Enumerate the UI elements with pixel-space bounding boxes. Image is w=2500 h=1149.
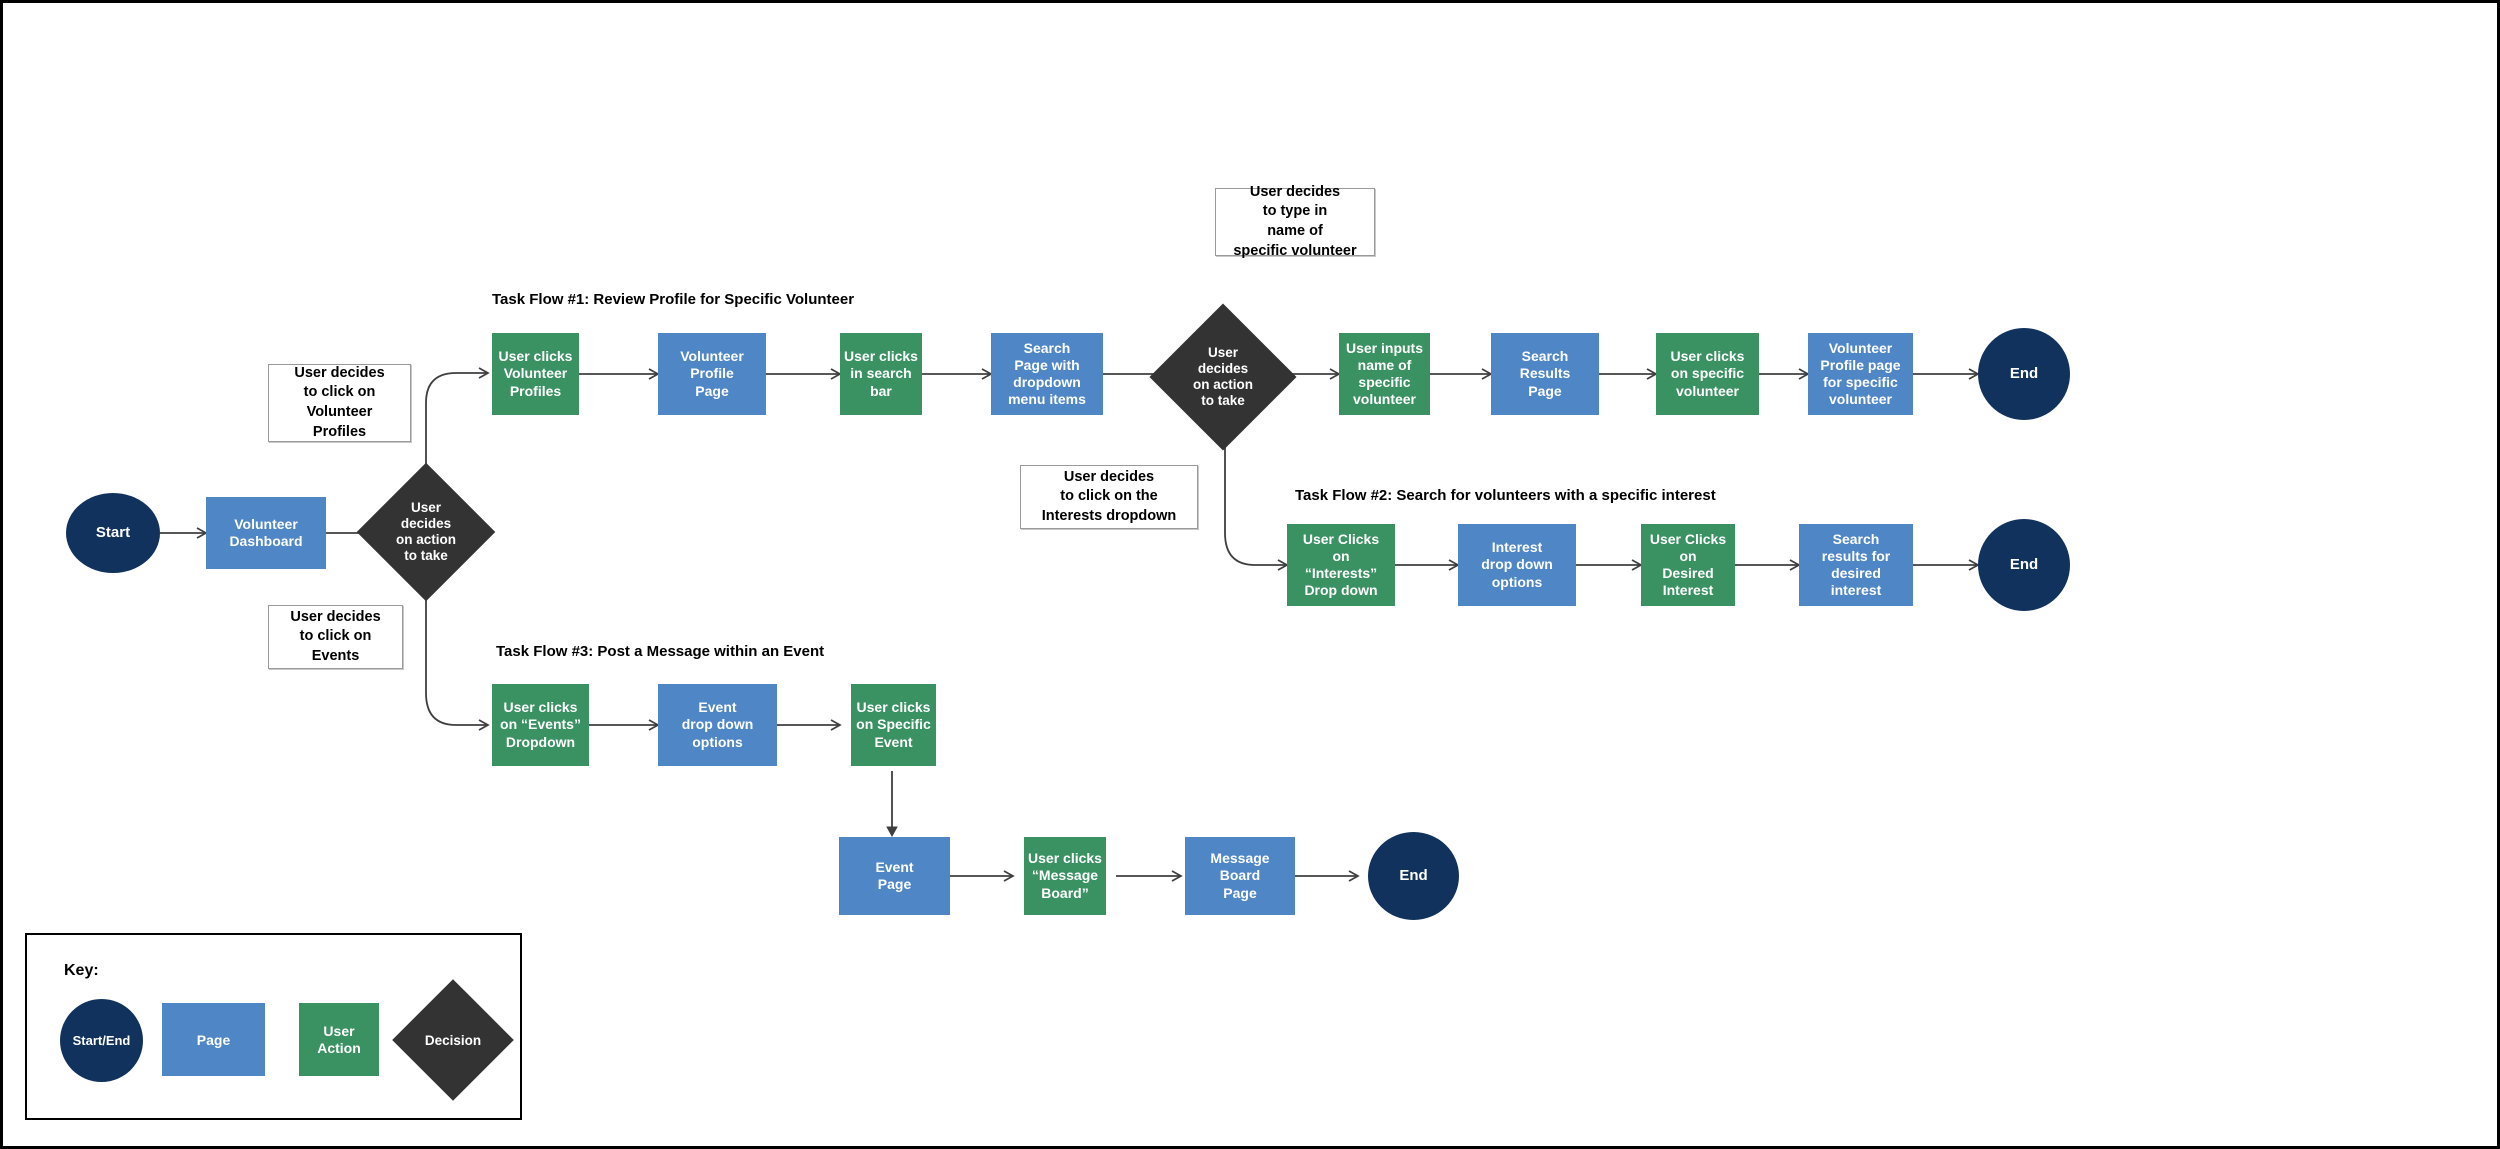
decision-label: User decides on action to take [1193,344,1253,409]
node-flow3-end[interactable]: End [1368,832,1459,920]
node-volunteer-dashboard[interactable]: Volunteer Dashboard [206,497,326,569]
legend-key: Key: Start/End Page User Action Decision [25,933,522,1120]
node-flow2-search-results-interest[interactable]: Search results for desired interest [1799,524,1913,606]
node-flow2-user-clicks-desired-interest[interactable]: User Clicks on Desired Interest [1641,524,1735,606]
node-flow1-volunteer-profile-page[interactable]: Volunteer Profile Page [658,333,766,415]
node-flow1-end[interactable]: End [1978,328,2070,420]
legend-label-decision: Decision [424,1032,482,1048]
node-start[interactable]: Start [66,493,160,573]
node-flow3-event-dropdown-options[interactable]: Event drop down options [658,684,777,766]
legend-item-decision: Decision [392,979,514,1101]
note-type-name: User decides to type in name of specific… [1215,184,1375,259]
node-flow1-search-page-dropdown[interactable]: Search Page with dropdown menu items [991,333,1103,415]
note-interests-dropdown: User decides to click on the Interests d… [1020,465,1198,529]
legend-item-user-action: User Action [299,1003,379,1076]
legend-label-start-end: Start/End [72,1033,131,1048]
node-flow2-end[interactable]: End [1978,519,2070,611]
legend-item-start-end: Start/End [60,999,143,1082]
node-flow1-volunteer-profile-specific[interactable]: Volunteer Profile page for specific volu… [1808,333,1913,415]
node-flow1-user-clicks-specific-volunteer[interactable]: User clicks on specific volunteer [1656,333,1759,415]
node-flow1-user-clicks-search-bar[interactable]: User clicks in search bar [840,333,922,415]
node-flow3-user-clicks-message-board[interactable]: User clicks “Message Board” [1024,837,1106,915]
legend-label-page: Page [196,1031,231,1048]
note-events: User decides to click on Events [268,605,403,669]
node-flow2-interest-dropdown-options[interactable]: Interest drop down options [1458,524,1576,606]
legend-title: Key: [64,962,99,979]
flow-title-1: Task Flow #1: Review Profile for Specifi… [492,291,855,308]
node-decision-action-2[interactable]: User decides on action to take [1149,303,1297,451]
note-volunteer-profiles: User decides to click on Volunteer Profi… [268,364,411,442]
node-flow2-user-clicks-interests-dropdown[interactable]: User Clicks on “Interests” Drop down [1287,524,1395,606]
node-flow3-user-clicks-specific-event[interactable]: User clicks on Specific Event [851,684,936,766]
node-flow1-user-clicks-volunteer-profiles[interactable]: User clicks Volunteer Profiles [492,333,579,415]
node-flow3-user-clicks-events-dropdown[interactable]: User clicks on “Events” Dropdown [492,684,589,766]
node-flow1-user-inputs-name[interactable]: User inputs name of specific volunteer [1339,333,1430,415]
flow-title-3: Task Flow #3: Post a Message within an E… [496,643,825,660]
node-flow1-search-results-page[interactable]: Search Results Page [1491,333,1599,415]
legend-item-page: Page [162,1003,265,1076]
flow-title-2: Task Flow #2: Search for volunteers with… [1295,487,1716,504]
node-decision-action-1[interactable]: User decides on action to take [356,462,496,602]
node-flow3-message-board-page[interactable]: Message Board Page [1185,837,1295,915]
decision-label: User decides on action to take [396,499,456,564]
node-flow3-event-page[interactable]: Event Page [839,837,950,915]
